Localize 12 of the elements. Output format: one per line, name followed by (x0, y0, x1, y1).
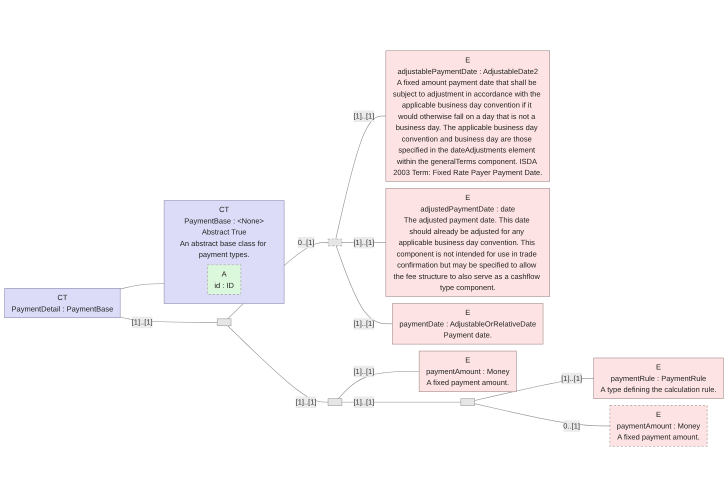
node-box (328, 238, 342, 246)
connector (474, 403, 610, 426)
connector (336, 246, 393, 324)
connector (338, 371, 420, 399)
connector (227, 325, 328, 402)
connector (335, 116, 386, 240)
connector (474, 378, 594, 401)
connector (120, 316, 218, 323)
node-box (460, 398, 475, 406)
node-box (328, 398, 342, 406)
connector (120, 283, 164, 290)
node-box (216, 318, 232, 326)
